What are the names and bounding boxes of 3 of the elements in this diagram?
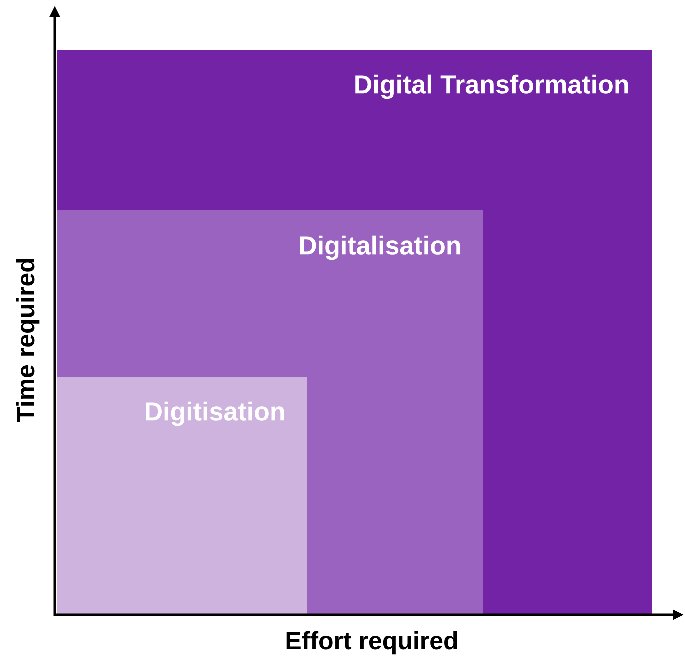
stage-box: Digitisation xyxy=(57,377,307,615)
axis-title: Effort required xyxy=(286,631,458,655)
axis-title: Time required xyxy=(16,259,40,422)
